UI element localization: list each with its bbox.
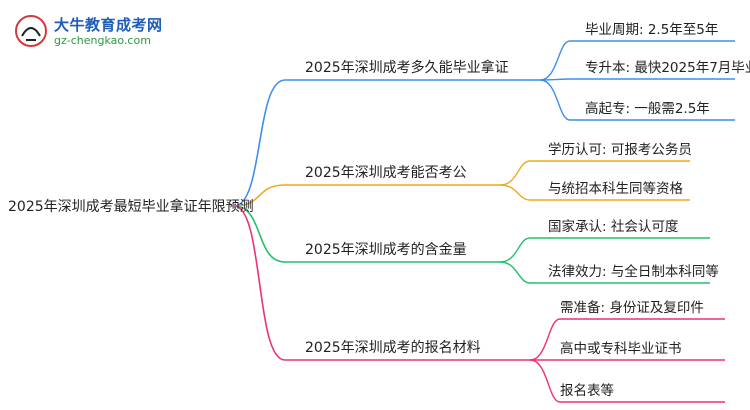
branch-connector (233, 79, 540, 207)
leaf-label: 毕业周期: 2.5年至5年 (585, 22, 718, 38)
logo-url: gz-chengkao.com (54, 34, 151, 47)
leaf-connector (539, 79, 735, 121)
leaf-label: 学历认可: 可报考公务员 (548, 142, 692, 158)
leaf-label: 法律效力: 与全日制本科同等 (548, 263, 719, 280)
leaf-connector (529, 318, 725, 361)
leaf-connector (499, 160, 690, 186)
branch-label: 2025年深圳成考的含金量 (305, 242, 467, 258)
leaf-label: 报名表等 (560, 382, 614, 399)
leaf-label: 需准备: 身份证及复印件 (560, 299, 704, 316)
leaf-label: 国家承认: 社会认可度 (548, 218, 678, 235)
leaf-connector (539, 78, 735, 81)
leaf-label: 高中或专科毕业证书 (560, 340, 682, 357)
leaf-connector (499, 237, 710, 263)
connector-layer (233, 40, 735, 403)
leaf-connector (499, 184, 690, 201)
leaf-label: 高起专: 一般需2.5年 (585, 100, 710, 117)
leaf-connector (529, 359, 725, 403)
branch-label: 2025年深圳成考能否考公 (305, 165, 467, 181)
logo-badge-icon (15, 15, 47, 47)
leaf-label: 与统招本科生同等资格 (548, 180, 683, 197)
leaf-connector (539, 40, 735, 81)
site-logo[interactable]: 大牛教育成考网 gz-chengkao.com (14, 12, 164, 52)
root-anchor (231, 203, 237, 209)
logo-title: 大牛教育成考网 (54, 16, 163, 34)
leaf-label: 专升本: 最快2025年7月毕业 (585, 60, 750, 76)
leaf-connector (499, 261, 710, 284)
root-node-label: 2025年深圳成考最短毕业拿证年限预测 (8, 198, 254, 215)
branch-connector (233, 184, 500, 207)
branch-connector (233, 205, 500, 263)
branch-connector (233, 205, 530, 361)
node-layer: 2025年深圳成考最短毕业拿证年限预测 2025年深圳成考多久能毕业拿证 毕业周期:… (8, 22, 750, 399)
branch-label: 2025年深圳成考多久能毕业拿证 (305, 59, 509, 76)
branch-label: 2025年深圳成考的报名材料 (305, 340, 481, 356)
